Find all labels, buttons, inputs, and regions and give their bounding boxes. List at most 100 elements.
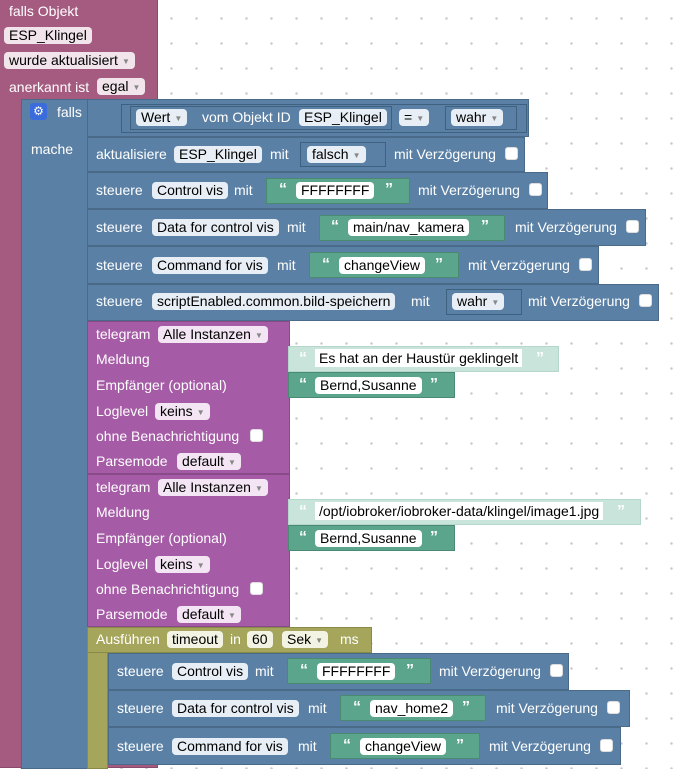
telegram-block[interactable] <box>87 474 290 627</box>
value-property-dropdown[interactable]: Wert▼ <box>136 109 188 126</box>
delay-checkbox[interactable] <box>579 258 592 271</box>
telegram-recipient-label: Empfänger (optional) <box>96 530 227 546</box>
telegram-message-label: Meldung <box>96 504 150 520</box>
event-trigger-dropdown[interactable]: wurde aktualisiert▼ <box>4 52 135 69</box>
telegram-message-text[interactable]: /opt/iobroker/iobroker-data/klingel/imag… <box>315 502 604 520</box>
telegram-parsemode-label: Parsemode <box>96 453 168 469</box>
of-object-label: vom Objekt ID <box>202 109 291 125</box>
delay-checkbox[interactable] <box>639 294 652 307</box>
event-object-id[interactable]: ESP_Klingel <box>4 27 92 44</box>
telegram-silent-checkbox[interactable] <box>250 429 263 442</box>
do-label: mache <box>31 141 74 157</box>
action-with-label: mit <box>277 257 296 273</box>
action-verb: steuere <box>117 663 164 679</box>
quote-icon: “ <box>279 181 287 198</box>
telegram-message-text[interactable]: Es hat an der Haustür geklingelt <box>315 349 523 367</box>
action-target[interactable]: ESP_Klingel <box>174 146 262 163</box>
action-target[interactable]: Data for control vis <box>152 219 279 236</box>
telegram-parsemode-dropdown[interactable]: default▼ <box>177 606 241 623</box>
dropdown-arrow-icon: ▼ <box>254 484 263 493</box>
action-value: wahr <box>457 293 488 309</box>
event-ack-dropdown[interactable]: egal▼ <box>97 78 146 95</box>
telegram-silent-label: ohne Benachrichtigung <box>96 581 240 597</box>
telegram-instance: Alle Instanzen <box>163 326 251 342</box>
gear-icon[interactable]: ⚙ <box>30 103 47 120</box>
delay-checkbox[interactable] <box>529 183 542 196</box>
telegram-recipient-text[interactable]: Bernd,Susanne <box>315 530 422 547</box>
quote-icon: “ <box>300 662 308 679</box>
action-target[interactable]: scriptEnabled.common.bild-speichern <box>152 293 396 310</box>
quote-icon: “ <box>299 376 307 393</box>
condition-object-id[interactable]: ESP_Klingel <box>299 109 387 126</box>
dropdown-arrow-icon: ▼ <box>254 331 263 340</box>
quote-icon: ” <box>406 662 414 679</box>
telegram-parsemode-dropdown[interactable]: default▼ <box>177 453 241 470</box>
action-value-dropdown[interactable]: falsch▼ <box>307 146 366 163</box>
delay-checkbox[interactable] <box>600 739 613 752</box>
telegram-block[interactable] <box>87 321 290 474</box>
timeout-unit-dropdown[interactable]: Sek▼ <box>282 631 329 648</box>
condition-value-dropdown[interactable]: wahr▼ <box>451 109 504 126</box>
timeout-label: Ausführen <box>96 631 160 647</box>
action-text-value[interactable]: FFFFFFFF <box>317 663 396 680</box>
dropdown-arrow-icon: ▼ <box>174 114 183 123</box>
telegram-silent-label: ohne Benachrichtigung <box>96 428 240 444</box>
action-text-value[interactable]: changeView <box>360 738 447 755</box>
action-text-value[interactable]: main/nav_kamera <box>348 219 470 236</box>
action-text-value[interactable]: changeView <box>339 257 426 274</box>
dropdown-arrow-icon: ▼ <box>228 611 236 620</box>
event-header-label: falls Objekt <box>9 3 79 19</box>
delay-label: mit Verzögerung <box>418 182 520 198</box>
dropdown-arrow-icon: ▼ <box>196 561 205 570</box>
action-with-label: mit <box>270 146 289 162</box>
action-target[interactable]: Control vis <box>172 663 249 680</box>
dropdown-arrow-icon: ▼ <box>352 151 361 160</box>
telegram-loglevel-label: Loglevel <box>96 403 149 419</box>
operator-value: = <box>404 109 413 125</box>
action-target[interactable]: Command for vis <box>172 738 288 755</box>
timeout-in-label: in <box>230 631 241 647</box>
delay-checkbox[interactable] <box>607 701 620 714</box>
quote-icon: ” <box>430 529 438 546</box>
quote-icon: ” <box>462 699 470 716</box>
telegram-message-label: Meldung <box>96 351 150 367</box>
quote-icon: “ <box>299 529 307 546</box>
timeout-amount-field[interactable]: 60 <box>247 631 273 648</box>
delay-checkbox[interactable] <box>505 147 518 160</box>
telegram-loglevel-dropdown[interactable]: keins▼ <box>155 403 210 420</box>
if-block[interactable] <box>21 99 88 769</box>
telegram-silent-checkbox[interactable] <box>250 582 263 595</box>
delay-checkbox[interactable] <box>550 664 563 677</box>
quote-icon: ” <box>617 503 625 520</box>
action-target[interactable]: Data for control vis <box>172 700 299 717</box>
action-text-value[interactable]: FFFFFFFF <box>296 182 375 199</box>
dropdown-arrow-icon: ▼ <box>228 458 236 467</box>
delay-label: mit Verzögerung <box>468 257 570 273</box>
action-value-dropdown[interactable]: wahr▼ <box>452 293 505 310</box>
action-text-value[interactable]: nav_home2 <box>370 700 454 717</box>
telegram-recipient-text[interactable]: Bernd,Susanne <box>315 377 422 394</box>
telegram-loglevel-dropdown[interactable]: keins▼ <box>155 556 210 573</box>
telegram-instance-dropdown[interactable]: Alle Instanzen▼ <box>158 326 268 343</box>
action-target[interactable]: Control vis <box>152 182 229 199</box>
quote-icon: ” <box>456 737 464 754</box>
telegram-loglevel: keins <box>160 403 193 419</box>
quote-icon: “ <box>331 218 339 235</box>
operator-dropdown[interactable]: =▼ <box>399 109 430 126</box>
value-property: Wert <box>141 109 171 125</box>
telegram-parsemode: default <box>182 606 225 622</box>
action-target[interactable]: Command for vis <box>152 257 268 274</box>
telegram-loglevel-label: Loglevel <box>96 556 149 572</box>
action-with-label: mit <box>234 182 253 198</box>
quote-icon: ” <box>430 376 438 393</box>
telegram-instance-dropdown[interactable]: Alle Instanzen▼ <box>158 479 268 496</box>
delay-checkbox[interactable] <box>626 220 639 233</box>
event-trigger-value: wurde aktualisiert <box>9 52 118 68</box>
telegram-title: telegram <box>96 479 151 495</box>
timeout-unit: Sek <box>287 631 312 647</box>
telegram-instance: Alle Instanzen <box>163 479 251 495</box>
action-verb: steuere <box>96 219 143 235</box>
timeout-name-field[interactable]: timeout <box>167 631 223 648</box>
action-verb: steuere <box>96 257 143 273</box>
delay-label: mit Verzögerung <box>489 738 591 754</box>
